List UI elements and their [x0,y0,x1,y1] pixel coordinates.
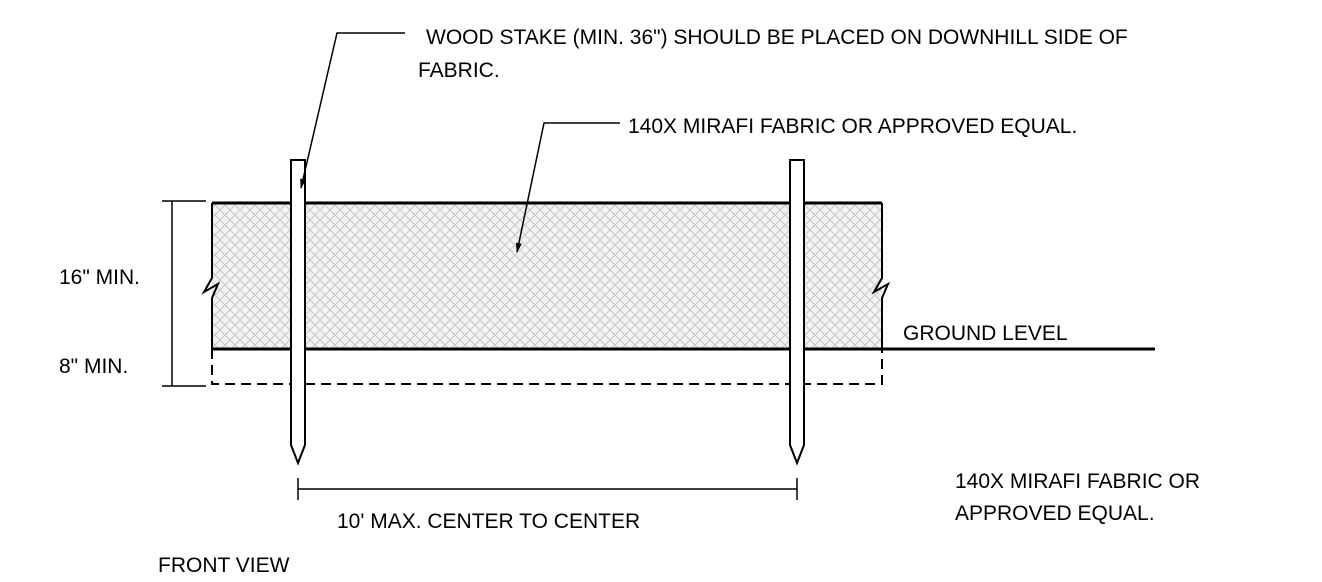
fabric-left-edge [201,203,221,349]
wood-stake-label-line1: WOOD STAKE (MIN. 36") SHOULD BE PLACED O… [426,26,1128,49]
filter-fabric [212,203,882,349]
view-title: FRONT VIEW [158,554,290,577]
fabric-note-line2: APPROVED EQUAL. [955,502,1155,525]
fabric-leader [515,122,620,253]
wood-stake-leader [300,32,405,189]
fabric-callout-label: 140X MIRAFI FABRIC OR APPROVED EQUAL. [628,115,1077,138]
depth-min-label: 8" MIN. [59,355,128,378]
wood-stake-label-line2: FABRIC. [418,59,500,82]
fabric-note-line1: 140X MIRAFI FABRIC OR [955,470,1200,493]
wood-stake-left [290,159,306,466]
buried-fabric-outline [211,349,883,385]
stake-spacing-label: 10' MAX. CENTER TO CENTER [337,510,640,533]
fabric-right-edge [871,203,891,349]
ground-level-label: GROUND LEVEL [903,322,1068,345]
height-min-label: 16" MIN. [59,266,140,289]
wood-stake-right [789,159,805,466]
